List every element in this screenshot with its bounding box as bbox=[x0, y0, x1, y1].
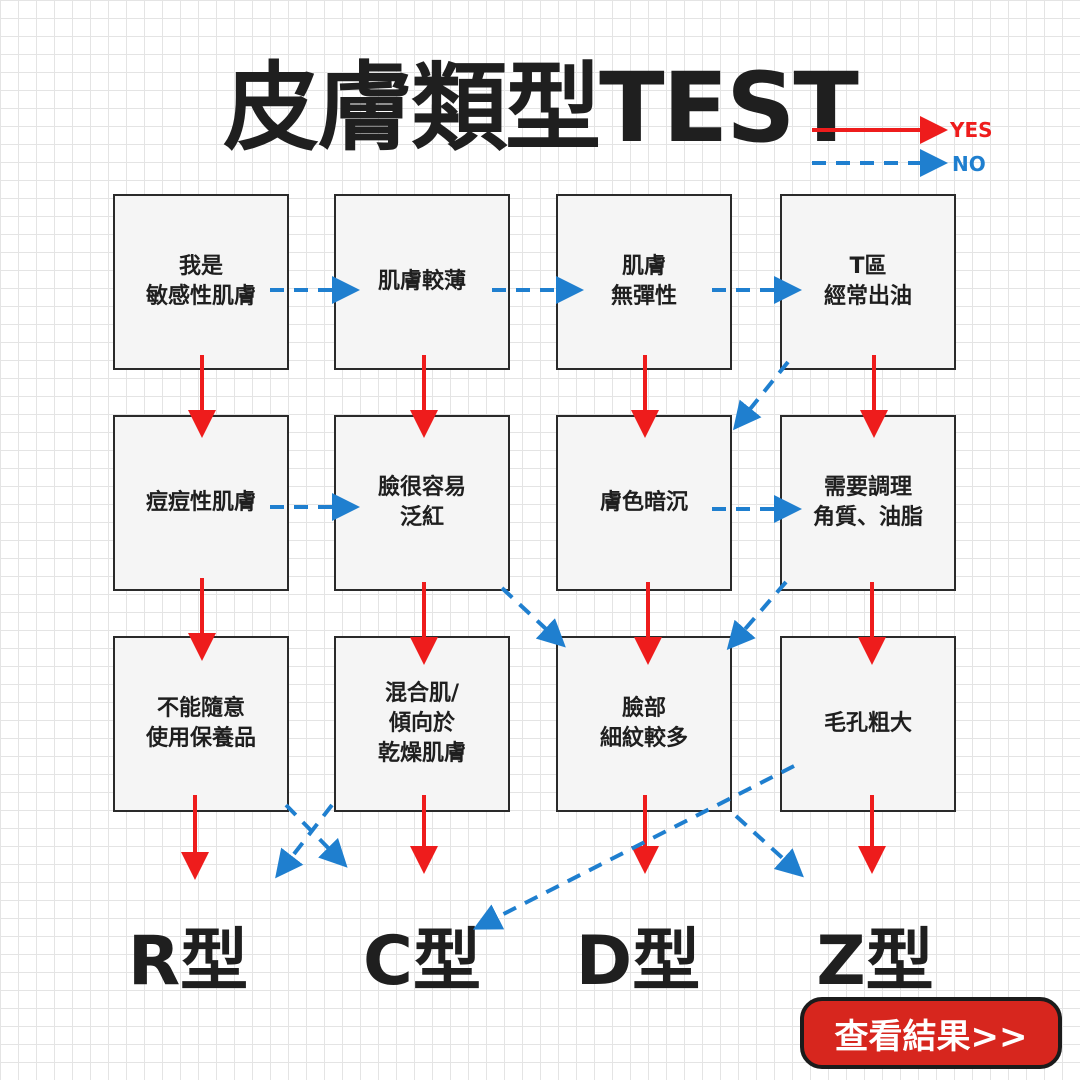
question-box-thin-skin: 肌膚較薄 bbox=[334, 194, 510, 370]
question-box-dull-tone: 膚色暗沉 bbox=[556, 415, 732, 591]
question-box-careful-products: 不能隨意 使用保養品 bbox=[113, 636, 289, 812]
question-label: 混合肌/ 傾向於 乾燥肌膚 bbox=[371, 679, 472, 769]
legend-no-label: NO bbox=[952, 152, 986, 176]
view-result-button[interactable]: 查看結果>> bbox=[800, 997, 1062, 1069]
result-z-type: Z型 bbox=[816, 922, 934, 1001]
question-label: T區 經常出油 bbox=[817, 252, 918, 312]
question-box-t-zone-oily: T區 經常出油 bbox=[780, 194, 956, 370]
question-label: 臉很容易 泛紅 bbox=[371, 473, 472, 533]
result-c-type: C型 bbox=[363, 922, 481, 1001]
page-title: 皮膚類型TEST bbox=[223, 52, 859, 164]
question-label: 需要調理 角質、油脂 bbox=[806, 473, 929, 533]
no-arrow bbox=[500, 586, 566, 648]
question-box-redness: 臉很容易 泛紅 bbox=[334, 415, 510, 591]
question-label: 毛孔粗大 bbox=[817, 709, 918, 739]
no-arrow bbox=[284, 803, 348, 868]
question-label: 不能隨意 使用保養品 bbox=[139, 694, 262, 754]
question-box-combination-dry: 混合肌/ 傾向於 乾燥肌膚 bbox=[334, 636, 510, 812]
question-label: 肌膚較薄 bbox=[371, 267, 472, 297]
question-box-acne-skin: 痘痘性肌膚 bbox=[113, 415, 289, 591]
question-box-fine-lines: 臉部 細紋較多 bbox=[556, 636, 732, 812]
no-arrow bbox=[734, 814, 804, 878]
question-label: 我是 敏感性肌膚 bbox=[139, 252, 262, 312]
no-arrow bbox=[726, 580, 788, 651]
result-d-type: D型 bbox=[575, 922, 701, 1001]
legend-yes-label: YES bbox=[950, 118, 993, 142]
result-r-type: R型 bbox=[127, 922, 249, 1001]
question-box-sensitive-skin: 我是 敏感性肌膚 bbox=[113, 194, 289, 370]
question-label: 肌膚 無彈性 bbox=[604, 252, 683, 312]
no-arrow bbox=[275, 803, 334, 879]
question-box-exfoliate: 需要調理 角質、油脂 bbox=[780, 415, 956, 591]
question-label: 膚色暗沉 bbox=[593, 488, 694, 518]
question-box-large-pores: 毛孔粗大 bbox=[780, 636, 956, 812]
question-label: 臉部 細紋較多 bbox=[593, 694, 694, 754]
question-box-no-elasticity: 肌膚 無彈性 bbox=[556, 194, 732, 370]
question-label: 痘痘性肌膚 bbox=[139, 488, 262, 518]
